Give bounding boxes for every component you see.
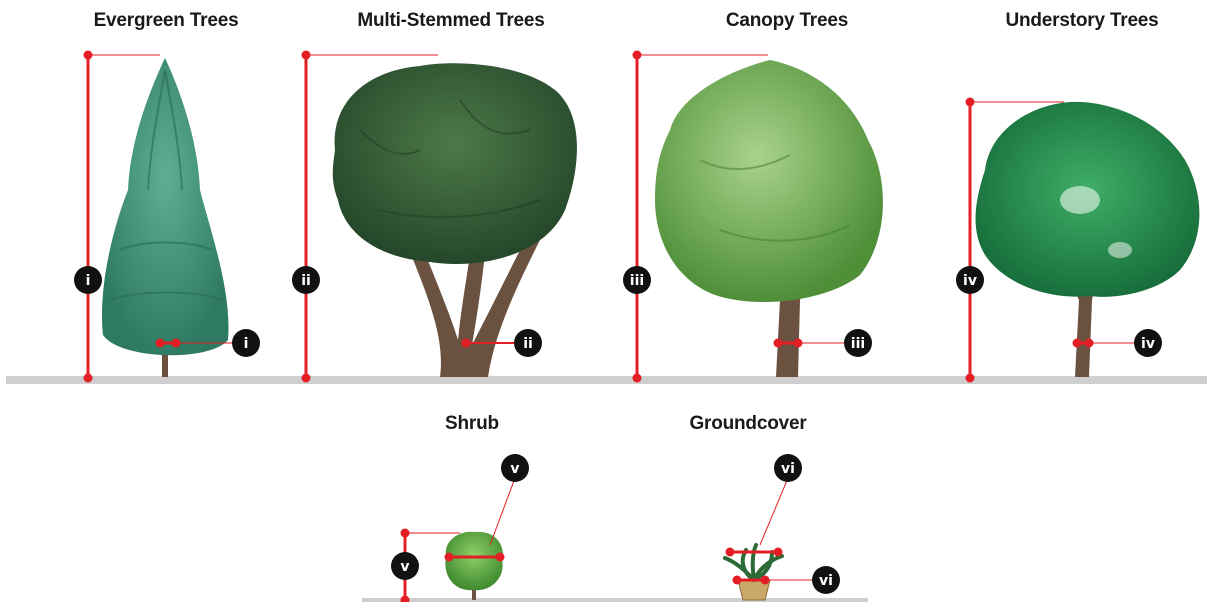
svg-text:v: v (400, 559, 409, 575)
evergreen-tree-illustration (102, 58, 229, 377)
measurement-lines (84, 51, 1137, 603)
marker-shrub-height: v (391, 552, 419, 580)
title-groundcover: Groundcover (689, 413, 806, 435)
svg-text:v: v (510, 461, 519, 477)
svg-text:iii: iii (630, 273, 644, 289)
title-evergreen-trees: Evergreen Trees (94, 10, 239, 32)
marker-evergreen-trunk: i (232, 329, 260, 357)
marker-multi-stemmed-height: ii (292, 266, 320, 294)
marker-understory-trunk: iv (1134, 329, 1162, 357)
svg-text:vi: vi (781, 461, 795, 477)
canopy-tree-illustration (655, 60, 883, 377)
ground-line-top (6, 376, 1207, 384)
svg-text:iv: iv (963, 273, 977, 289)
title-shrub: Shrub (445, 413, 499, 435)
marker-understory-height: iv (956, 266, 984, 294)
svg-text:ii: ii (301, 273, 311, 289)
multi-stemmed-tree-illustration (333, 63, 577, 377)
marker-multi-stemmed-trunk: ii (514, 329, 542, 357)
ground-line-bottom (362, 598, 868, 602)
svg-text:i: i (244, 336, 249, 352)
svg-text:iv: iv (1141, 336, 1155, 352)
title-canopy-trees: Canopy Trees (726, 10, 848, 32)
title-understory-trees: Understory Trees (1005, 10, 1158, 32)
understory-tree-illustration (976, 102, 1200, 377)
svg-text:vi: vi (819, 573, 833, 589)
marker-shrub-width: v (501, 454, 529, 482)
svg-text:iii: iii (851, 336, 865, 352)
svg-text:ii: ii (523, 336, 533, 352)
marker-groundcover-width: vi (774, 454, 802, 482)
shrub-illustration (445, 532, 503, 600)
marker-groundcover-pot: vi (812, 566, 840, 594)
marker-canopy-height: iii (623, 266, 651, 294)
marker-evergreen-height: i (74, 266, 102, 294)
svg-text:i: i (86, 273, 91, 289)
title-multi-stemmed-trees: Multi-Stemmed Trees (357, 10, 544, 32)
marker-canopy-trunk: iii (844, 329, 872, 357)
